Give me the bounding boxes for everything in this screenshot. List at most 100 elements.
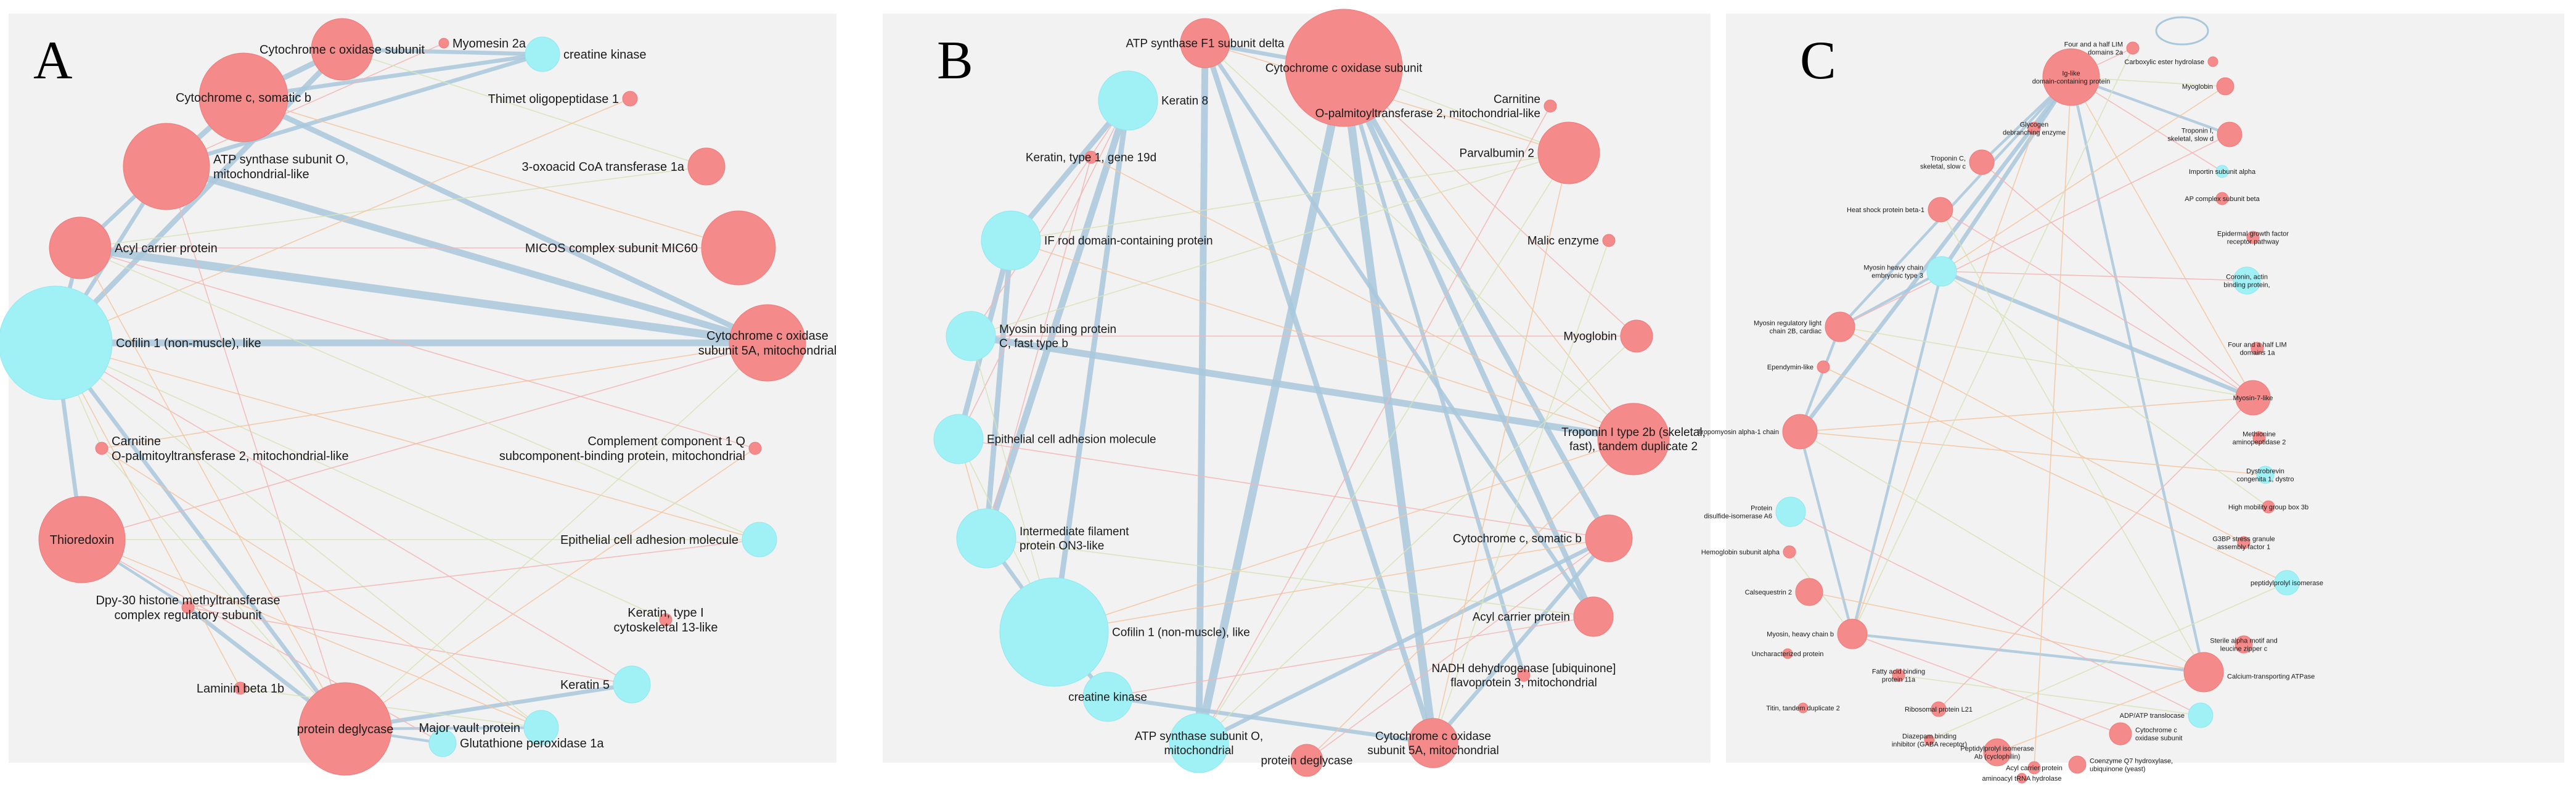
node-c27 xyxy=(1782,648,1793,659)
edge-b18-b21 xyxy=(1105,694,1436,746)
nodes-group-a xyxy=(0,18,806,776)
node-a19 xyxy=(613,665,651,704)
edge-c18-c21 xyxy=(1799,431,2266,475)
edge-b9-b12 xyxy=(967,332,1637,443)
edge-a12-a21 xyxy=(101,448,346,730)
edge-a8-a11 xyxy=(76,244,772,347)
edge-a8-a15 xyxy=(80,247,760,540)
edge-a18-a10 xyxy=(55,342,241,689)
edge-a8-a7 xyxy=(80,166,707,249)
node-c17 xyxy=(2235,380,2271,416)
panel-letter-b: B xyxy=(937,31,973,91)
node-b1 xyxy=(1180,18,1230,68)
edge-a12-a11 xyxy=(101,342,768,449)
node-b15 xyxy=(999,577,1109,687)
edge-c12-c14 xyxy=(1838,269,1944,329)
edge-b3-b11 xyxy=(958,100,1129,440)
node-label: Cytochrome c, somatic b xyxy=(176,91,311,105)
node-label: Troponin I,skeletal, slow d xyxy=(2167,127,2214,142)
node-label: aminoacyl tRNA hydrolase xyxy=(1982,775,2061,783)
node-c11 xyxy=(2246,231,2260,244)
node-c33 xyxy=(1931,701,1947,717)
node-c37 xyxy=(1983,738,2011,767)
edge-b18-b16 xyxy=(1107,616,1594,697)
node-b17 xyxy=(1517,668,1531,682)
node-label: Myosin, heavy chain b xyxy=(1767,631,1834,638)
edge-a6-a11 xyxy=(163,163,771,347)
node-label: creatine kinase xyxy=(563,48,647,62)
node-label: AP complex subunit beta xyxy=(2185,195,2260,203)
node-c4 xyxy=(2216,77,2235,96)
node-a17 xyxy=(659,613,673,627)
edge-b20-b12 xyxy=(1306,438,1634,761)
node-label: protein deglycase xyxy=(1261,755,1353,768)
node-label: Acyl carrier protein xyxy=(2006,765,2063,772)
edge-c12-c23 xyxy=(1941,271,2269,508)
edge-a8-a21 xyxy=(80,247,346,730)
node-a14 xyxy=(38,496,126,583)
node-label: ATP synthase subunit O,mitochondrial xyxy=(1135,730,1263,757)
node-b19 xyxy=(1169,713,1229,773)
node-a11 xyxy=(729,304,806,382)
node-b20 xyxy=(1290,744,1323,777)
node-a16 xyxy=(181,601,195,614)
edge-b3-b13 xyxy=(983,97,1132,542)
edge-c14-c18 xyxy=(1798,325,1842,434)
edge-a4-a11 xyxy=(240,94,771,346)
edge-a14-a11 xyxy=(81,342,768,540)
edge-a10-a17 xyxy=(55,342,666,620)
node-label: Acyl carrier protein xyxy=(1473,611,1570,624)
edge-c28-c31 xyxy=(1850,632,2206,674)
edge-a4-a9 xyxy=(243,97,739,249)
node-label: ATP synthase F1 subunit delta xyxy=(1126,38,1284,51)
panel-letter-a: A xyxy=(33,31,73,91)
node-b9 xyxy=(946,311,996,361)
edge-c28-c36 xyxy=(1852,633,2121,734)
edge-b21-b14 xyxy=(1431,536,1611,746)
node-b5 xyxy=(1084,150,1098,164)
node-label: Thimet oligopeptidase 1 xyxy=(488,92,619,106)
edge-b2-b21 xyxy=(1339,64,1437,747)
node-label: Ependymin-like xyxy=(1767,364,1813,371)
edge-b2-b17 xyxy=(1341,65,1526,678)
edge-c14-c25 xyxy=(1839,326,2244,543)
labels-group-b: ATP synthase F1 subunit deltaCytochrome … xyxy=(987,38,1706,768)
node-b13 xyxy=(956,508,1016,569)
edge-b15-b14 xyxy=(1053,538,1609,633)
node-label: Carboxylic ester hydrolase xyxy=(2124,59,2204,66)
node-c12 xyxy=(1926,256,1957,287)
node-a5 xyxy=(622,91,638,107)
edge-a10-a15 xyxy=(55,342,760,540)
edge-b5-b13 xyxy=(986,157,1092,539)
edge-c12-c17 xyxy=(1939,269,2255,400)
node-b10 xyxy=(1620,319,1653,353)
nodes-group-c xyxy=(1775,41,2300,784)
edge-a12-a20 xyxy=(101,448,542,728)
node-b12 xyxy=(1597,403,1670,475)
node-c19 xyxy=(2252,431,2266,445)
node-label: Importin subunit alpha xyxy=(2189,168,2256,176)
edge-c4-c12 xyxy=(1941,86,2226,272)
node-label: Uncharacterized protein xyxy=(1752,651,1824,658)
node-b6 xyxy=(1537,121,1600,184)
edge-b1-b16 xyxy=(1203,41,1596,619)
node-a20 xyxy=(523,710,559,746)
edge-c3-c14 xyxy=(1838,75,2073,329)
edge-a6-a2 xyxy=(164,52,545,169)
self-loop-edge xyxy=(2155,16,2209,46)
node-label: Laminin beta 1b xyxy=(197,682,284,696)
node-label: protein deglycase xyxy=(297,723,394,736)
edge-a21-a11 xyxy=(345,342,768,730)
node-b3 xyxy=(1098,70,1158,131)
node-b8 xyxy=(1602,234,1616,247)
edge-c5-c28 xyxy=(1852,128,2035,635)
node-label: ADP/ATP translocase xyxy=(2120,712,2185,720)
